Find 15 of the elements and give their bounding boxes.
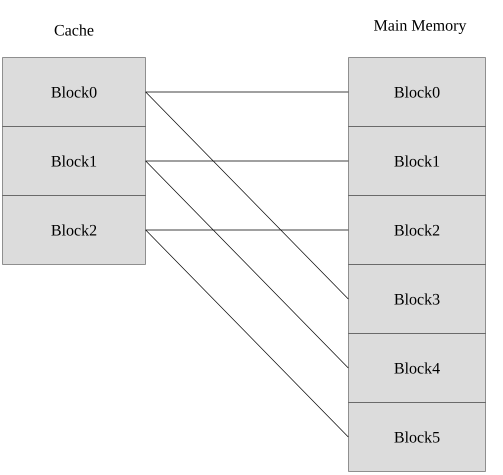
column-heading: Main Memory	[374, 20, 466, 34]
connector-line	[145, 160, 349, 368]
memory-block: Block1	[2, 126, 146, 196]
memory-block: Block2	[2, 195, 146, 265]
column-heading: Cache	[54, 24, 94, 36]
memory-block: Block3	[348, 264, 486, 334]
connector-line	[145, 160, 349, 162]
memory-block: Block0	[348, 57, 486, 127]
memory-block: Block4	[348, 333, 486, 403]
connector-line	[145, 230, 349, 438]
memory-block: Block0	[2, 57, 146, 127]
memory-block: Block2	[348, 195, 486, 265]
memory-block: Block5	[348, 402, 486, 472]
connector-line	[145, 92, 349, 300]
memory-block: Block1	[348, 126, 486, 196]
